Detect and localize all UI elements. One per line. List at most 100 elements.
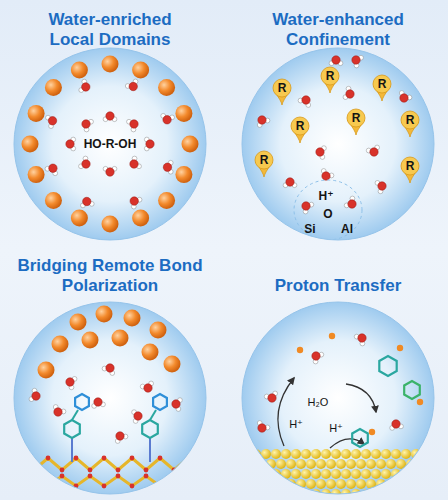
bubble [242,48,434,240]
surface-atom [366,459,376,469]
atom-label: R [378,78,387,90]
linker [150,410,156,420]
bubble-outline [14,302,206,494]
surface-atom [396,479,406,489]
surface-atom [401,489,411,499]
framework-oxygen [200,468,205,473]
solvent-ball [142,344,159,361]
oxygen-atom [352,56,360,64]
panel-heading: Proton Transfer [230,276,446,296]
oxygen-atom [322,172,330,180]
surface-atom [431,489,441,499]
surface-atom [371,469,381,479]
atom-label: R [296,120,305,132]
oxygen-atom [400,94,408,102]
surface-atom [301,449,311,459]
fragment-atom [417,399,423,405]
surface-atom [241,449,251,459]
panel-heading: Bridging Remote Bond Polarization [2,256,218,295]
bubble-panel: Bridging Remote Bond Polarization [2,252,218,498]
atom-label: Al [341,223,353,235]
surface-atom [436,479,446,489]
surface-atom [431,469,441,479]
surface-atom [281,489,291,499]
surface-atom [421,449,431,459]
bubble-panel: Proton Transfer [230,252,446,498]
atom-label: Si [304,223,315,235]
framework-oxygen [102,456,107,461]
surface-atom [231,469,241,479]
surface-atom [281,449,291,459]
pin-head [321,67,339,85]
atom-label: R [406,160,415,172]
solvent-ball [124,310,141,327]
atom-label: R [326,70,335,82]
atom-label: H⁺ [289,419,303,430]
framework-oxygen [144,468,149,473]
surface-atom [331,469,341,479]
surface-atom [306,459,316,469]
oxygen-atom [146,140,154,148]
surface-atom [311,449,321,459]
surface-atom [381,469,391,479]
surface-atom [416,479,426,489]
solvent-ball [158,192,175,209]
surface-atom [421,469,431,479]
atom-label: R [352,112,361,124]
solvent-ball [96,306,113,323]
fragment-atom [369,429,375,435]
surface-atom [411,489,421,499]
framework-oxygen [32,474,37,479]
proton-art [231,333,446,499]
framework-oxygen [4,468,9,473]
pin-head [401,111,419,129]
solvent-ball [52,336,69,353]
solvent-ball [132,209,149,226]
fragment-atom [297,347,303,353]
framework-oxygen [46,484,51,489]
surface-atom [351,489,361,499]
oxygen-atom [82,160,90,168]
solvent-ball [28,105,45,122]
oxygen-atom [348,200,356,208]
surface-atom [291,469,301,479]
surface-atom [241,489,251,499]
surface-atom [336,479,346,489]
oxygen-atom [163,116,171,124]
framework-oxygen [18,456,23,461]
oxygen-atom [312,352,320,360]
bubble [242,302,434,494]
oxygen-atom [48,117,56,125]
framework-oxygen [4,474,9,479]
oxygen-atom [346,90,354,98]
surface-atom [266,459,276,469]
oxygen-atom [106,168,114,176]
framework-oxygen [116,468,121,473]
oxygen-atom [332,56,340,64]
oxygen-atom [163,163,171,171]
framework-oxygen [88,474,93,479]
oxygen-atom [302,202,310,210]
oxygen-atom [82,120,90,128]
oxygen-atom [66,140,74,148]
ring-molecule [64,420,80,438]
oxygen-atom [316,148,324,156]
solvent-ball [71,209,88,226]
panel-heading: Water-enriched Local Domains [35,10,185,49]
surface-atom [351,449,361,459]
oxygen-atom [49,164,57,172]
solvent-ball [70,314,87,331]
surface-atom [276,459,286,469]
oxygen-atom [134,412,142,420]
ring-molecule [142,420,158,438]
framework-oxygen [144,474,149,479]
framework-oxygen [102,484,107,489]
surface-atom [246,459,256,469]
fragment-atom [397,345,403,351]
oxygen-atom [54,408,62,416]
surface-atom [371,449,381,459]
surface-atom [391,449,401,459]
surface-atom [296,459,306,469]
surface-atom [236,459,246,469]
